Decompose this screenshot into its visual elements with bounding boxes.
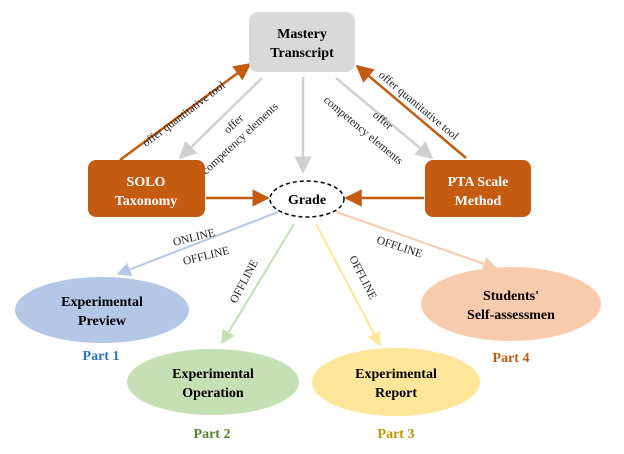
experimental-preview-node: Experimental Preview — [15, 277, 189, 343]
experimental-preview-line1: Experimental — [61, 295, 143, 310]
part-1-label: Part 1 — [83, 349, 120, 364]
students-self-assessment-node: Students' Self-assessmen — [421, 267, 601, 341]
report-offline-label: OFFLINE — [346, 254, 378, 302]
pta-scale-method-line1: PTA Scale — [448, 175, 509, 190]
pta-offer-label: offer — [370, 109, 395, 133]
part-4-label: Part 4 — [493, 351, 530, 366]
solo-taxonomy-line2: Taxonomy — [115, 194, 178, 209]
solo-tool-label: offer quantitative tool — [141, 80, 228, 150]
experimental-report-node: Experimental Report — [312, 348, 480, 416]
solo-elements-label: competency elements — [200, 100, 281, 177]
preview-online-label: ONLINE — [172, 227, 216, 249]
pta-scale-method-node: PTA Scale Method — [425, 160, 531, 217]
mastery-transcript-node: Mastery Transcript — [249, 12, 355, 72]
grade-to-operation-arrow — [221, 223, 295, 345]
experimental-operation-line1: Experimental — [172, 367, 254, 382]
experimental-operation-node: Experimental Operation — [127, 349, 299, 415]
self-offline-label: OFFLINE — [375, 234, 424, 260]
solo-taxonomy-line1: SOLO — [127, 175, 166, 190]
part-2-label: Part 2 — [194, 427, 231, 442]
pta-to-transcript-arrow — [355, 64, 467, 159]
grade-to-self-arrow — [335, 211, 498, 271]
mastery-transcript-line1: Mastery — [277, 27, 327, 42]
pta-tool-label: offer quantitative tool — [376, 69, 460, 143]
experimental-report-line2: Report — [375, 386, 417, 401]
transcript-to-solo-arrow — [178, 77, 263, 160]
students-self-assessment-line2: Self-assessmen — [467, 308, 555, 323]
operation-offline-label: OFFLINE — [228, 258, 261, 305]
solo-to-transcript-arrow — [119, 62, 252, 162]
grade-to-report-arrow — [315, 223, 381, 347]
solo-taxonomy-node: SOLO Taxonomy — [88, 160, 205, 217]
pta-scale-method-line2: Method — [455, 194, 502, 209]
students-self-assessment-line1: Students' — [483, 289, 539, 304]
transcript-to-pta-arrow — [335, 77, 434, 160]
pta-elements-label: competency elements — [321, 94, 405, 167]
experimental-report-line1: Experimental — [355, 367, 437, 382]
mastery-transcript-line2: Transcript — [270, 46, 334, 61]
experimental-operation-line2: Operation — [182, 386, 244, 401]
grade-label: Grade — [288, 193, 326, 208]
part-3-label: Part 3 — [378, 427, 415, 442]
preview-offline-label: OFFLINE — [182, 245, 231, 268]
grade-to-preview-arrow — [116, 211, 279, 276]
experimental-preview-line2: Preview — [78, 314, 127, 329]
grade-node: Grade — [269, 180, 345, 218]
